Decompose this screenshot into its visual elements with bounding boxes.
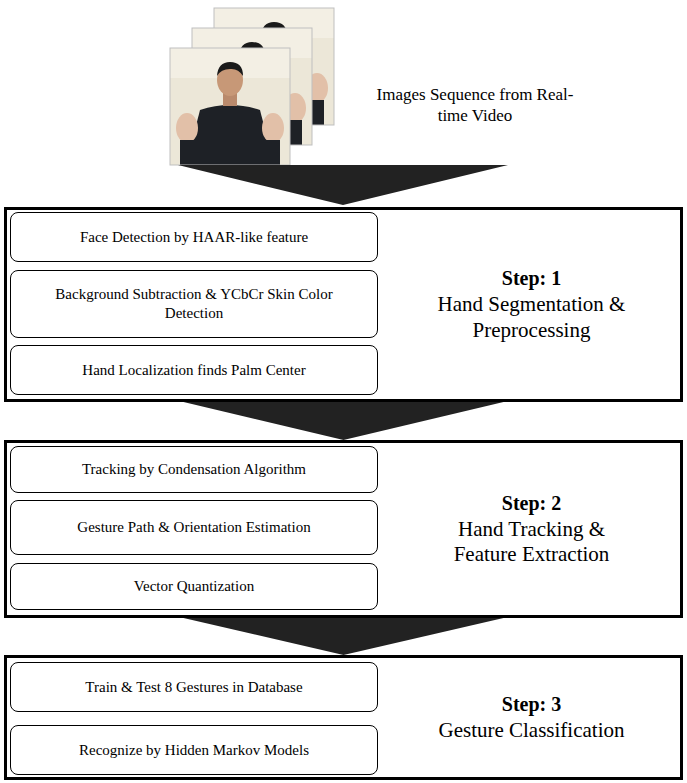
process-box: Face Detection by HAAR-like feature bbox=[10, 212, 378, 262]
process-text: Background Subtraction & YCbCr Skin Colo… bbox=[51, 285, 337, 323]
caption-label: Images Sequence from Real-time Video bbox=[372, 84, 578, 127]
flow-arrow bbox=[178, 165, 508, 205]
process-box: Recognize by Hidden Markov Models bbox=[10, 725, 378, 775]
step-title: Hand Tracking & Feature Extraction bbox=[424, 517, 639, 567]
video-frames-illustration bbox=[0, 0, 687, 210]
step-text-area: Step: 2Hand Tracking & Feature Extractio… bbox=[383, 443, 680, 615]
step-title: Hand Segmentation & Preprocessing bbox=[424, 292, 639, 342]
stage-box: Step: 3Gesture Classification Train & Tes… bbox=[4, 655, 683, 780]
step-text-area: Step: 1Hand Segmentation & Preprocessing bbox=[383, 210, 680, 399]
process-text: Face Detection by HAAR-like feature bbox=[80, 228, 308, 247]
stage-box: Step: 1Hand Segmentation & Preprocessing… bbox=[4, 207, 683, 402]
process-text: Vector Quantization bbox=[134, 577, 254, 596]
step-text-area: Step: 3Gesture Classification bbox=[383, 658, 680, 777]
process-box: Hand Localization finds Palm Center bbox=[10, 345, 378, 395]
process-box: Train & Test 8 Gestures in Database bbox=[10, 662, 378, 712]
process-text: Hand Localization finds Palm Center bbox=[82, 361, 305, 380]
process-box: Background Subtraction & YCbCr Skin Colo… bbox=[10, 270, 378, 338]
step-heading: Step: 2 bbox=[502, 491, 561, 515]
step-heading: Step: 1 bbox=[502, 266, 561, 290]
process-box: Gesture Path & Orientation Estimation bbox=[10, 500, 378, 555]
process-text: Tracking by Condensation Algorithm bbox=[82, 460, 306, 479]
stage-box: Step: 2Hand Tracking & Feature Extractio… bbox=[4, 440, 683, 618]
step-heading: Step: 3 bbox=[502, 692, 561, 716]
process-box: Vector Quantization bbox=[10, 563, 378, 610]
flow-arrow bbox=[184, 402, 504, 440]
process-text: Recognize by Hidden Markov Models bbox=[79, 741, 309, 760]
process-box: Tracking by Condensation Algorithm bbox=[10, 446, 378, 493]
process-text: Train & Test 8 Gestures in Database bbox=[85, 678, 302, 697]
flow-arrow bbox=[184, 618, 504, 655]
process-text: Gesture Path & Orientation Estimation bbox=[77, 518, 310, 537]
step-title: Gesture Classification bbox=[438, 718, 624, 743]
